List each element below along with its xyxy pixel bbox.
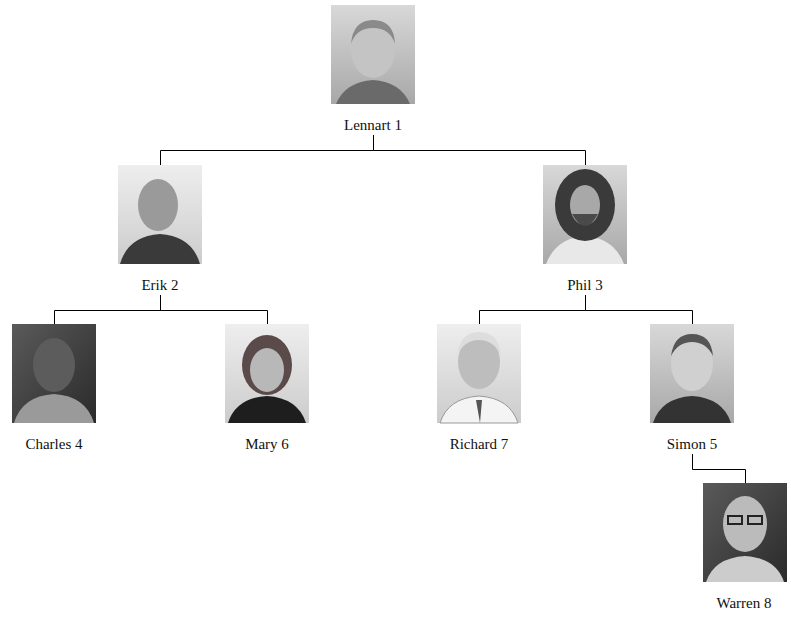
person-node: Mary 6 bbox=[222, 324, 312, 453]
tree-connector bbox=[55, 295, 161, 324]
portrait-photo bbox=[331, 5, 415, 104]
person-node: Richard 7 bbox=[434, 324, 524, 453]
person-name: Mary 6 bbox=[243, 435, 291, 453]
portrait-photo bbox=[543, 165, 627, 264]
tree-connector bbox=[161, 295, 268, 324]
portrait-photo bbox=[12, 324, 96, 423]
portrait-photo bbox=[650, 324, 734, 423]
person-node: Warren 8 bbox=[699, 483, 789, 612]
person-name: Warren 8 bbox=[714, 594, 773, 612]
person-node: Erik 2 bbox=[115, 165, 205, 294]
person-name: Phil 3 bbox=[565, 276, 604, 294]
person-name: Erik 2 bbox=[139, 276, 180, 294]
portrait-photo bbox=[437, 324, 521, 423]
tree-connector bbox=[374, 135, 586, 165]
person-name: Simon 5 bbox=[665, 435, 719, 453]
person-node: Charles 4 bbox=[9, 324, 99, 453]
person-node: Simon 5 bbox=[647, 324, 737, 453]
portrait-photo bbox=[703, 483, 787, 582]
tree-connector bbox=[586, 295, 693, 324]
person-name: Lennart 1 bbox=[342, 116, 404, 134]
tree-connector bbox=[693, 454, 746, 483]
person-name: Richard 7 bbox=[448, 435, 511, 453]
portrait-photo bbox=[118, 165, 202, 264]
tree-connector bbox=[480, 295, 586, 324]
person-node: Lennart 1 bbox=[328, 5, 418, 134]
person-name: Charles 4 bbox=[23, 435, 84, 453]
portrait-photo bbox=[225, 324, 309, 423]
tree-connector bbox=[161, 135, 374, 165]
person-node: Phil 3 bbox=[540, 165, 630, 294]
